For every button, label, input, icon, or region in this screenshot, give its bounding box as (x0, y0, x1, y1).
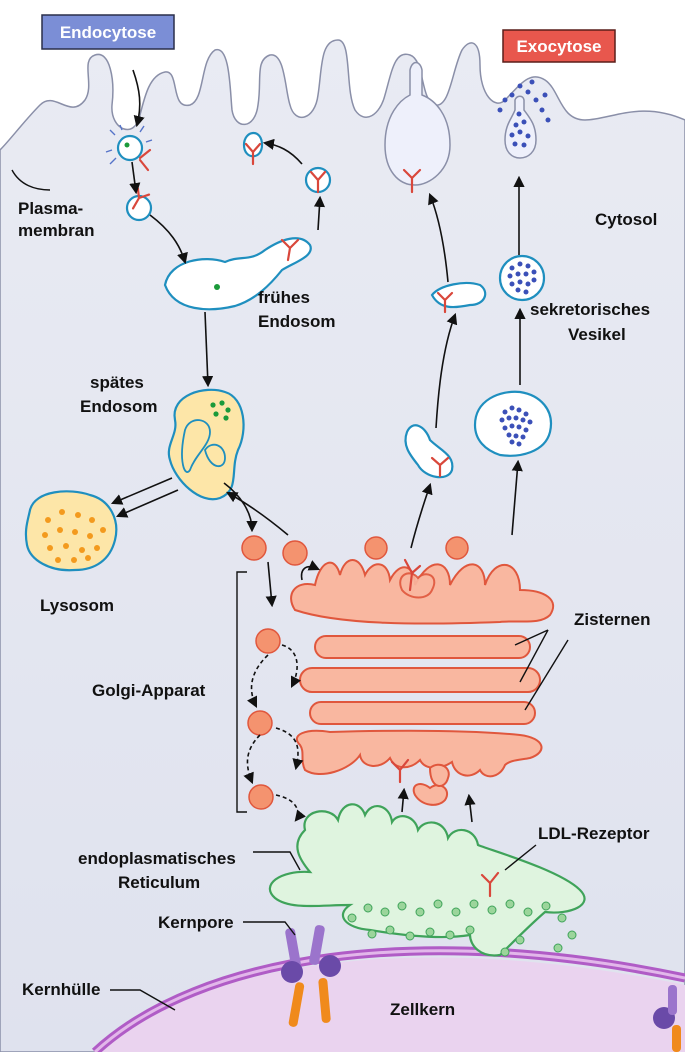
plasma-membrane-label-2: membran (18, 221, 95, 240)
nuclear-pore-label: Kernpore (158, 913, 234, 932)
early-endosome (163, 237, 312, 311)
nuclear-envelope-label: Kernhülle (22, 980, 100, 999)
golgi-vesicles (241, 535, 308, 810)
secretory-vesicle-lower (473, 390, 553, 457)
golgi-label: Golgi-Apparat (92, 681, 206, 700)
secretory-vesicle-label-1: sekretorisches (530, 300, 650, 319)
secretory-vesicle-upper (498, 254, 546, 302)
cytosol-label: Cytosol (595, 210, 657, 229)
endocytosis-label: Endocytose (60, 23, 156, 42)
secretory-vesicle-label-2: Vesikel (568, 325, 626, 344)
endocytosis-tag: Endocytose (41, 14, 175, 50)
nuclear-pore-edge (653, 985, 681, 1052)
nucleus-label: Zellkern (390, 1000, 455, 1019)
secretory-release (497, 79, 551, 159)
nucleus (100, 957, 685, 1052)
er-label-2: Reticulum (118, 873, 200, 892)
late-endosome-label-2: Endosom (80, 397, 157, 416)
exocytosis-label: Exocytose (516, 37, 601, 56)
endocytic-pit (105, 124, 153, 172)
nuclear-pore (281, 925, 341, 1027)
exo-fusion-bulb (384, 61, 451, 186)
er-label-1: endoplasmatisches (78, 849, 236, 868)
ldl-receptor-label: LDL-Rezeptor (538, 824, 650, 843)
early-endosome-label-1: frühes (258, 288, 310, 307)
exocytosis-tag: Exocytose (502, 29, 616, 63)
golgi-apparatus (290, 536, 555, 806)
cisternae-label: Zisternen (574, 610, 651, 629)
golgi-bracket (236, 571, 247, 813)
ribosomes (347, 899, 577, 957)
lysosome-label: Lysosom (40, 596, 114, 615)
early-endosome-label-2: Endosom (258, 312, 335, 331)
plasma-membrane-label-1: Plasma- (18, 199, 83, 218)
recycling-fusion (242, 131, 264, 158)
late-endosome-label-1: spätes (90, 373, 144, 392)
